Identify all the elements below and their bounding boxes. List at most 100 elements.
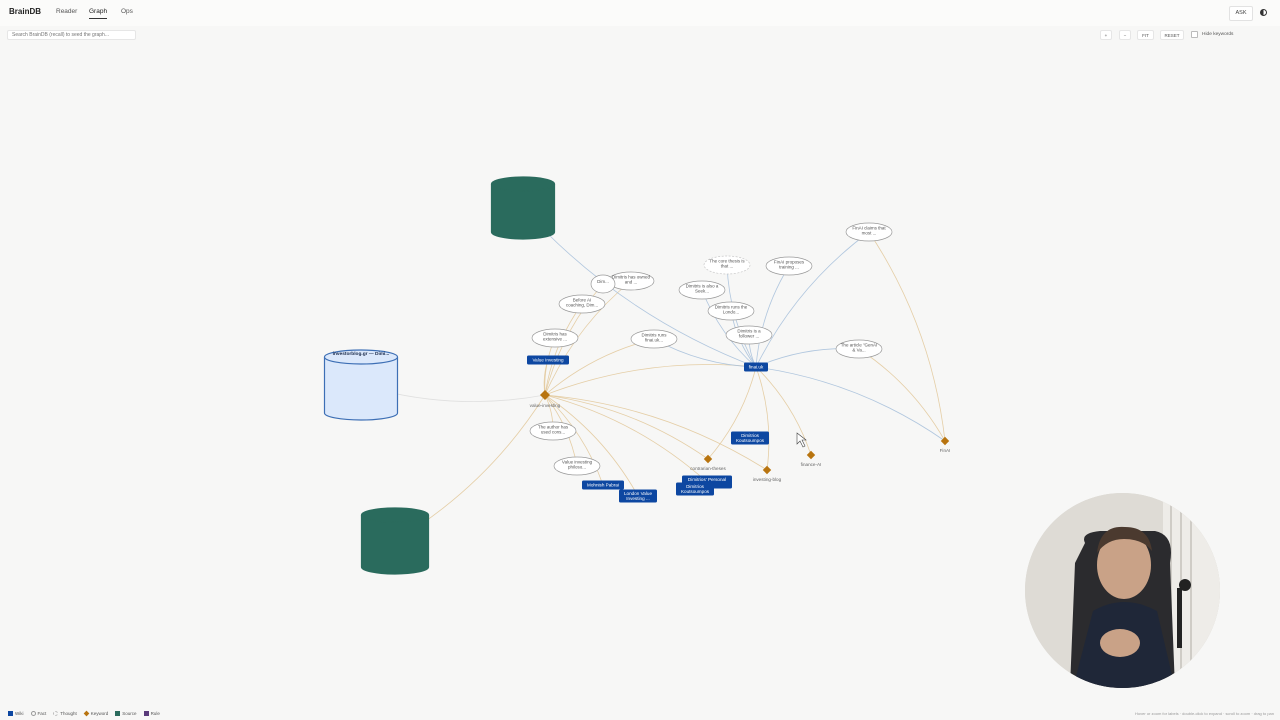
legend-wiki-swatch <box>8 711 13 716</box>
nav-tab-ops[interactable]: Ops <box>121 8 133 15</box>
graph-legend: Wiki Fact Thought Keyword Source Rule <box>8 710 160 717</box>
legend-rule-swatch <box>143 711 149 716</box>
keyword-label: value-investing <box>530 403 561 408</box>
source-label: investorblog.gr — Dimi... <box>333 351 390 357</box>
wiki-node[interactable]: London ValueInvesting ... <box>619 489 657 503</box>
hide-keywords-checkbox[interactable] <box>1191 31 1198 38</box>
graph-search-input[interactable] <box>7 30 136 40</box>
graph-edge <box>707 366 757 460</box>
fact-label: & Va... <box>852 348 865 353</box>
fact-label: finai.uk... <box>645 338 663 343</box>
graph-edge <box>544 394 604 486</box>
fact-node[interactable]: Dimitris is afollower ... <box>725 325 773 345</box>
fact-node[interactable]: Dimitris runsfinai.uk... <box>630 329 678 349</box>
webcam-person-image <box>1025 493 1220 688</box>
fact-node[interactable]: FinAI claims thatmost ... <box>845 222 893 242</box>
fact-node[interactable]: FinAI proposestraining ... <box>765 256 813 276</box>
nav-tab-reader[interactable]: Reader <box>56 8 78 15</box>
graph-nodes: investorblog.gr — Dimi... FinAI claims th… <box>323 176 951 575</box>
graph-edge <box>868 231 946 442</box>
keyword-node[interactable]: investing-blog <box>753 465 782 482</box>
legend-source-swatch <box>115 711 121 716</box>
graph-hint: Hover or zoom for labels · double-click … <box>1135 711 1274 716</box>
mouse-cursor-icon <box>796 432 807 448</box>
wiki-label: London Value <box>624 491 652 496</box>
fact-label: follower ... <box>739 334 760 339</box>
wiki-label: finai.uk <box>749 365 764 370</box>
wiki-label: Dimitrios <box>741 433 760 438</box>
reset-button[interactable]: RESET <box>1160 30 1184 40</box>
graph-edge <box>755 366 812 456</box>
graph-edge <box>755 366 946 442</box>
legend-wiki: Wiki <box>8 711 24 716</box>
fact-label: extensive ... <box>543 337 567 342</box>
webcam-overlay <box>1025 493 1220 688</box>
fact-label: Dimitris runs the <box>715 304 748 309</box>
wiki-label: Dimitrios' Personal <box>688 477 726 482</box>
app-brand: BrainDB <box>9 7 42 16</box>
keyword-node[interactable]: finance-AI <box>801 450 822 467</box>
wiki-label: Koutsoumpos <box>736 438 765 443</box>
fact-node[interactable]: Dimitris runs theLondo... <box>707 301 755 321</box>
source-node[interactable]: investorblog.gr — Dimi... <box>323 349 399 421</box>
legend-rule: Rule <box>143 711 160 716</box>
zoom-in-button[interactable]: + <box>1100 30 1112 40</box>
fact-label: training ... <box>779 265 799 270</box>
nav-tab-graph[interactable]: Graph <box>89 8 108 19</box>
fact-node[interactable]: Value investingphiloso... <box>553 456 601 476</box>
fact-node[interactable]: Dim... <box>590 274 616 294</box>
legend-keyword-label: Keyword <box>90 711 109 716</box>
fact-label: and ... <box>625 280 638 285</box>
wiki-label: Dimitrios <box>686 484 705 489</box>
keyword-label: finance-AI <box>801 462 822 467</box>
keyword-node[interactable]: value-investing <box>530 390 561 408</box>
legend-fact-swatch <box>30 711 36 716</box>
ask-button[interactable]: ASK <box>1229 6 1253 21</box>
theme-toggle-icon[interactable] <box>1260 9 1267 16</box>
fact-label: Dimitris runs <box>641 332 667 337</box>
fact-label: The author has <box>538 424 569 429</box>
fact-label: Value investing <box>562 459 593 464</box>
fact-node[interactable]: The article "GenAI& Va... <box>835 339 883 359</box>
graph-edge <box>544 394 708 483</box>
legend-thought-swatch <box>53 711 59 716</box>
fact-label: FinAI claims that <box>852 225 886 230</box>
source-node[interactable] <box>360 507 430 575</box>
fact-label: used cons... <box>541 430 565 435</box>
zoom-out-button[interactable]: − <box>1119 30 1131 40</box>
fact-node[interactable]: Dimitris hasextensive ... <box>531 328 579 348</box>
fact-label: Dimitris has <box>543 331 567 336</box>
keyword-node[interactable]: contrarian-theses <box>690 454 726 471</box>
hide-keywords-label: Hide keywords <box>1202 32 1234 37</box>
wiki-label: Mohnish Pabrai <box>587 483 619 488</box>
keyword-label: contrarian-theses <box>690 466 726 471</box>
fact-label: Dim... <box>597 279 609 284</box>
top-bar: BrainDB Reader Graph Ops ASK <box>0 0 1280 26</box>
fit-button[interactable]: FIT <box>1137 30 1154 40</box>
keyword-node[interactable]: FinAI <box>940 436 951 453</box>
wiki-label: Koutsoumpos <box>681 489 710 494</box>
wiki-label: Value Investing <box>532 358 564 363</box>
graph-edge <box>544 394 709 460</box>
wiki-label: Investing ... <box>626 496 650 501</box>
fact-label: Before AI <box>573 297 592 302</box>
wiki-node[interactable]: Value Investing <box>527 355 569 365</box>
fact-node[interactable]: Dimitris has ownedand ... <box>607 271 655 291</box>
graph-edge <box>858 348 946 442</box>
fact-node[interactable]: Dimitris is also aSeek... <box>678 280 726 300</box>
fact-label: that ... <box>721 264 734 269</box>
source-node[interactable] <box>490 176 556 240</box>
wiki-node[interactable]: Mohnish Pabrai <box>582 480 624 490</box>
graph-edge <box>755 366 770 471</box>
fact-node[interactable]: The core thesis isthat ... <box>703 255 751 275</box>
legend-source-label: Source <box>122 711 137 716</box>
fact-label: most ... <box>862 231 877 236</box>
legend-thought: Thought <box>53 711 77 716</box>
graph-edge <box>544 364 757 396</box>
wiki-node[interactable]: finai.uk <box>744 362 768 372</box>
